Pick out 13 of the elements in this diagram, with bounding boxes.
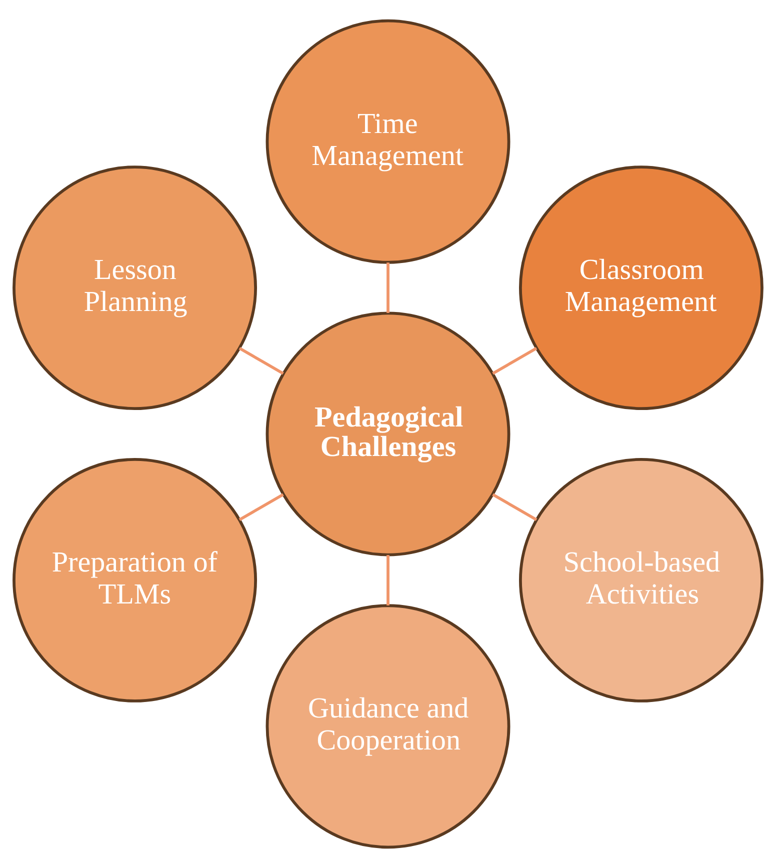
node-circle: Pedagogical Challenges (266, 312, 510, 556)
connector (238, 493, 284, 521)
node-circle: Classroom Management (518, 166, 764, 410)
node-circle: Guidance and Cooperation (266, 604, 510, 849)
node-circle: Preparation of TLMs (12, 458, 258, 702)
connector (386, 262, 390, 313)
node-circle: Lesson Planning (12, 166, 258, 410)
connector (238, 347, 284, 375)
connector (386, 555, 390, 606)
node-circle: Time Management (266, 19, 510, 264)
connector (492, 493, 538, 521)
node-circle: School-based Activities (518, 458, 764, 702)
connector (492, 347, 538, 375)
